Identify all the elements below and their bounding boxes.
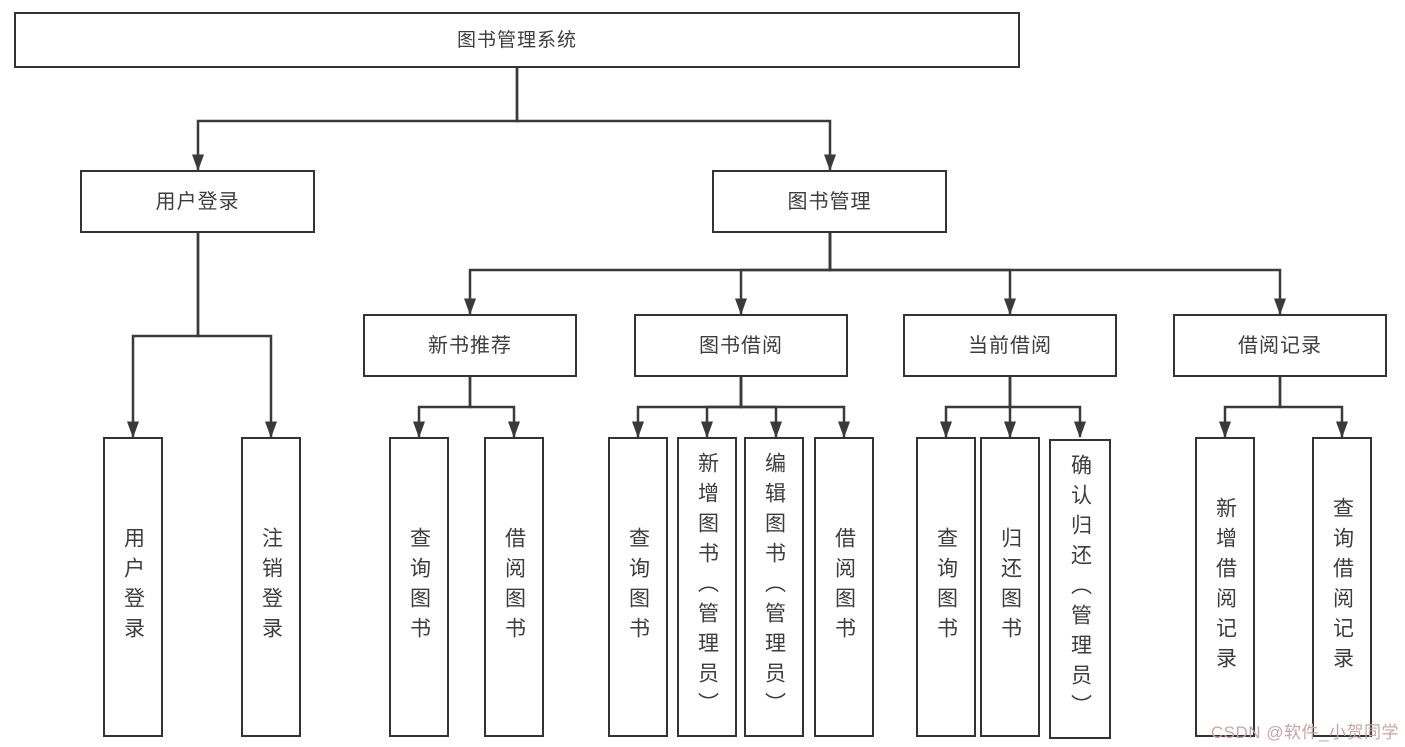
leaf-cb-query-books: 查询图书 <box>916 437 976 737</box>
node-label: 当前借阅 <box>968 334 1052 357</box>
node-label: 新增借阅记录 <box>1213 497 1237 677</box>
leaf-br-query-record: 查询借阅记录 <box>1312 437 1372 737</box>
node-root: 图书管理系统 <box>14 12 1020 68</box>
node-label: 借阅图书 <box>832 527 856 647</box>
node-label: 编辑图书（管理员） <box>762 452 786 722</box>
node-label: 查询图书 <box>934 527 958 647</box>
leaf-br-add-record: 新增借阅记录 <box>1195 437 1255 737</box>
leaf-nb-borrow-books: 借阅图书 <box>484 437 544 737</box>
node-user-login: 用户登录 <box>80 170 315 233</box>
leaf-bb-edit-books-admin: 编辑图书（管理员） <box>744 437 804 737</box>
node-label: 查询借阅记录 <box>1330 497 1354 677</box>
leaf-cb-return-books: 归还图书 <box>980 437 1040 737</box>
leaf-cb-confirm-return-admin: 确认归还（管理员） <box>1049 439 1111 739</box>
node-current-borrow: 当前借阅 <box>903 314 1117 377</box>
node-label: 用户登录 <box>155 190 240 213</box>
leaf-nb-query-books: 查询图书 <box>389 437 449 737</box>
node-label: 图书借阅 <box>699 334 783 357</box>
watermark: CSDN @软件_小贺同学 <box>1210 723 1399 742</box>
node-book-borrow: 图书借阅 <box>634 314 848 377</box>
node-label: 查询图书 <box>407 527 431 647</box>
node-label: 确认归还（管理员） <box>1068 454 1092 724</box>
leaf-bb-add-books-admin: 新增图书（管理员） <box>677 437 737 737</box>
node-label: 注销登录 <box>259 527 283 647</box>
leaf-logout: 注销登录 <box>241 437 301 737</box>
leaf-bb-borrow-books: 借阅图书 <box>814 437 874 737</box>
node-label: 用户登录 <box>121 527 145 647</box>
node-label: 图书管理 <box>787 190 872 213</box>
node-label: 查询图书 <box>626 527 650 647</box>
node-label: 新增图书（管理员） <box>695 452 719 722</box>
node-label: 借阅记录 <box>1238 334 1322 357</box>
node-new-book-recommend: 新书推荐 <box>363 314 577 377</box>
node-book-management: 图书管理 <box>712 170 947 233</box>
node-label: 图书管理系统 <box>456 29 577 51</box>
leaf-bb-query-books: 查询图书 <box>608 437 668 737</box>
node-label: 新书推荐 <box>428 334 512 357</box>
node-label: 归还图书 <box>998 527 1022 647</box>
node-label: 借阅图书 <box>502 527 526 647</box>
leaf-user-login: 用户登录 <box>103 437 163 737</box>
node-borrow-records: 借阅记录 <box>1173 314 1387 377</box>
